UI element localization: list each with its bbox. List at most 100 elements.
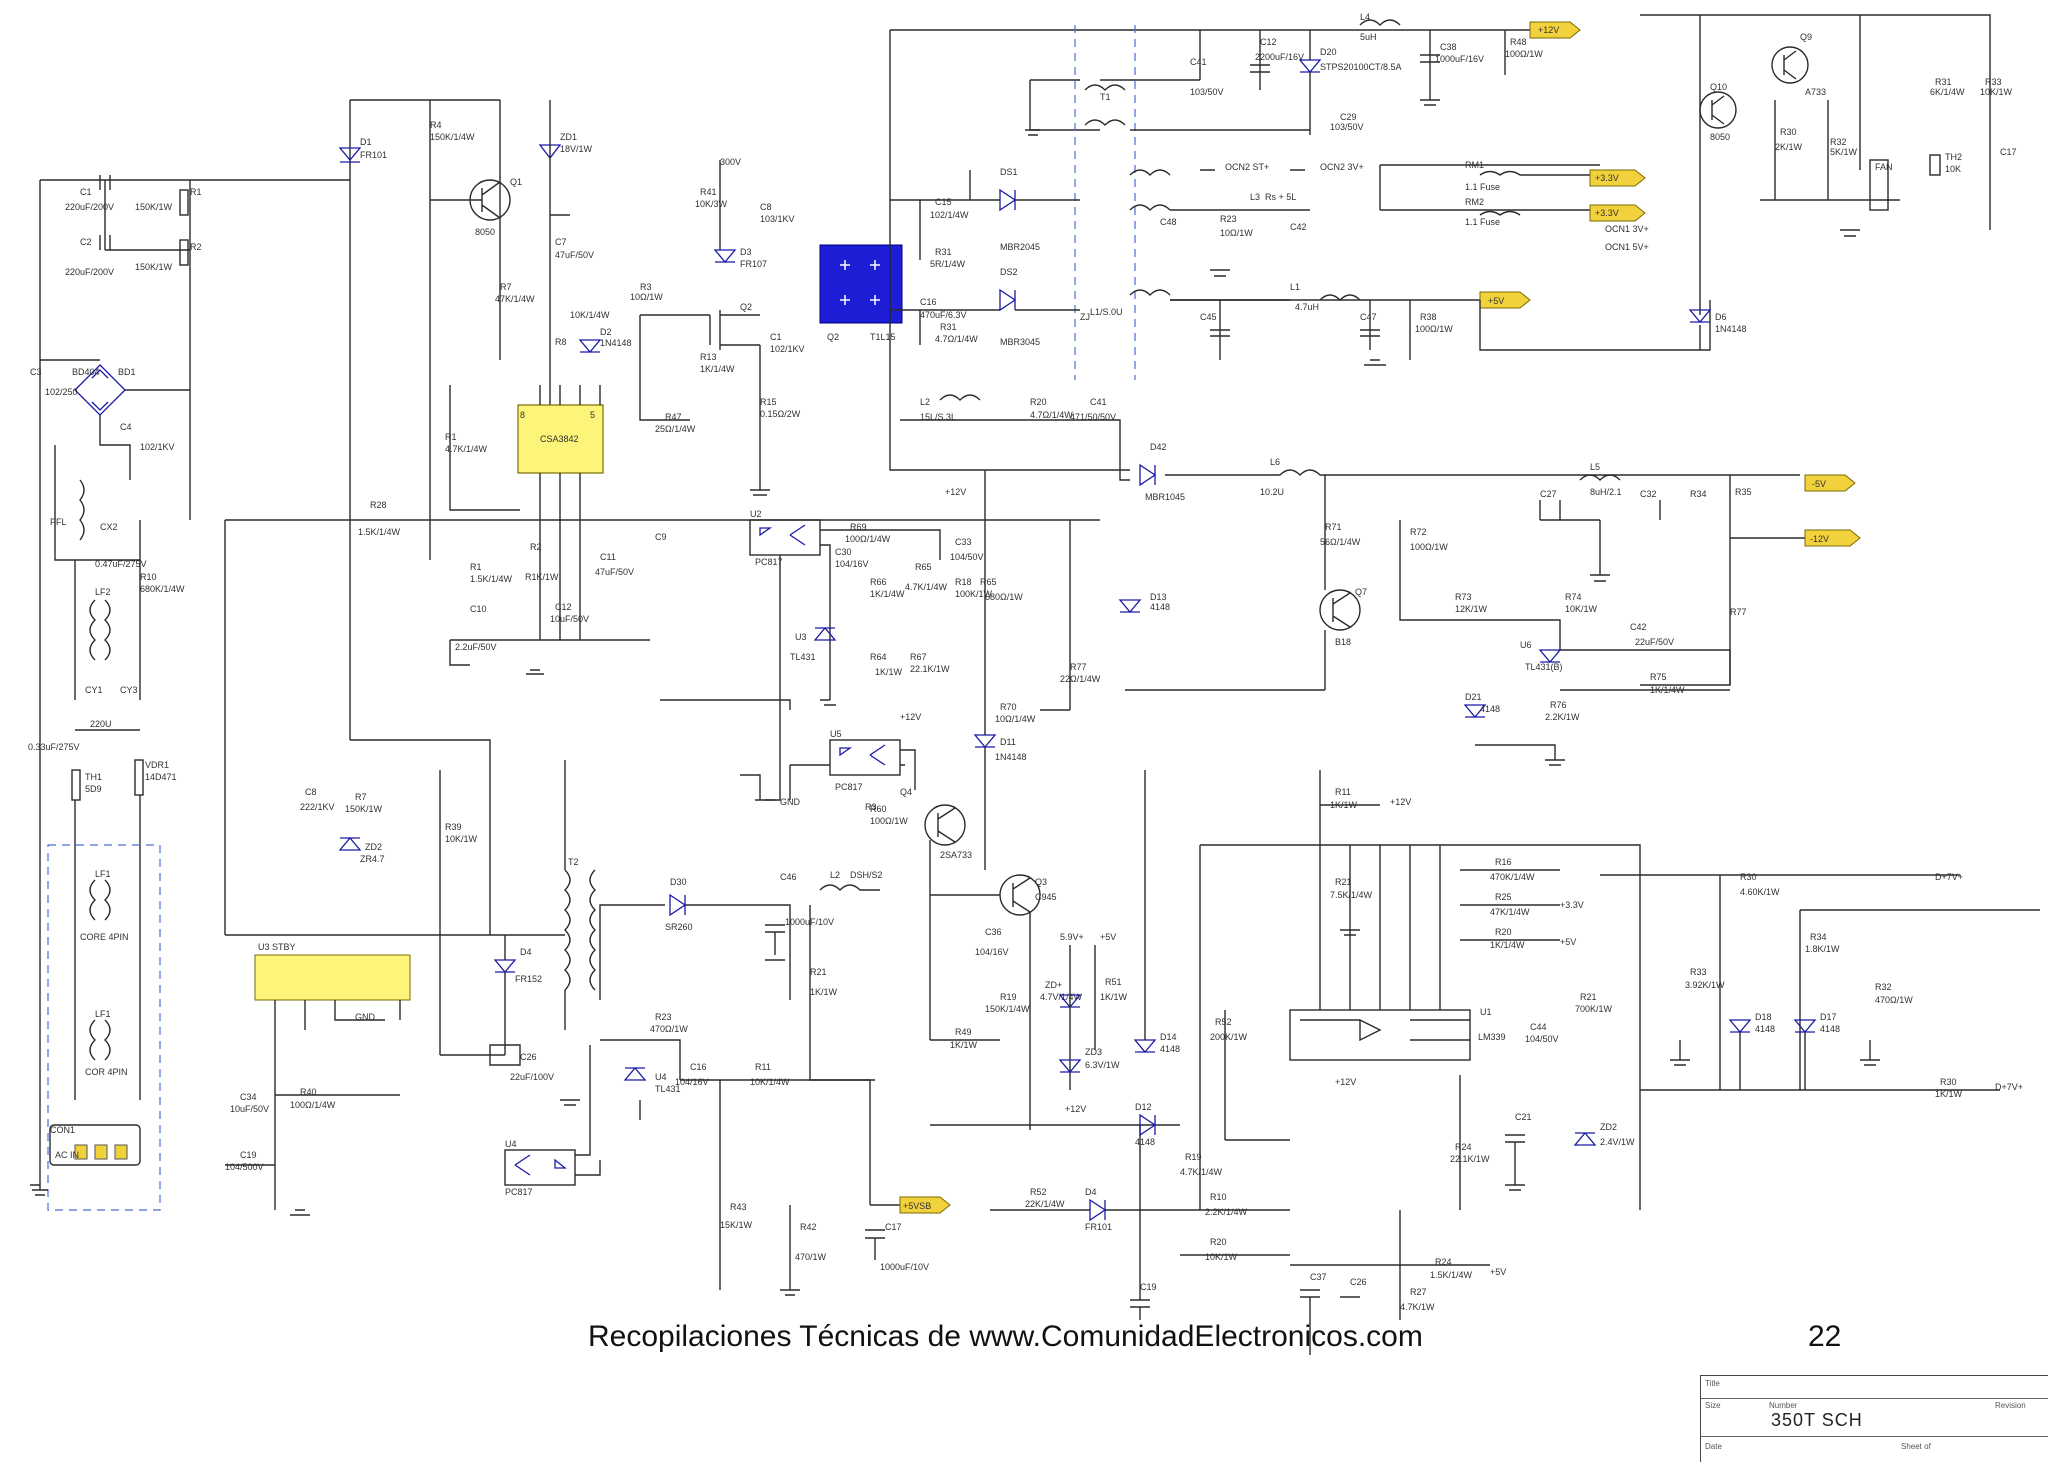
net-label-plus-3v3-b: +3.3V	[1589, 204, 1646, 222]
svg-text:10K/1W: 10K/1W	[1205, 1252, 1238, 1262]
svg-text:C33: C33	[955, 537, 972, 547]
svg-text:2200uF/16V: 2200uF/16V	[1255, 52, 1304, 62]
svg-text:C9: C9	[655, 532, 667, 542]
svg-text:D21: D21	[1465, 692, 1482, 702]
svg-text:RM2: RM2	[1465, 197, 1484, 207]
svg-text:104/16V: 104/16V	[675, 1077, 709, 1087]
svg-text:5K/1W: 5K/1W	[1830, 147, 1858, 157]
svg-text:Rs + 5L: Rs + 5L	[1265, 192, 1296, 202]
svg-text:BD1: BD1	[118, 367, 136, 377]
svg-text:L2: L2	[830, 870, 840, 880]
svg-text:C30: C30	[835, 547, 852, 557]
svg-text:C945: C945	[1035, 892, 1057, 902]
svg-text:12K/1W: 12K/1W	[1455, 604, 1488, 614]
net-label-minus-5v: -5V	[1804, 474, 1856, 492]
svg-text:C16: C16	[920, 297, 937, 307]
svg-text:C26: C26	[520, 1052, 537, 1062]
svg-text:1K/1W: 1K/1W	[810, 987, 838, 997]
svg-text:CON1: CON1	[50, 1125, 75, 1135]
svg-text:R72: R72	[1410, 527, 1427, 537]
svg-text:470Ω/1W: 470Ω/1W	[1875, 995, 1913, 1005]
svg-text:R10: R10	[140, 572, 157, 582]
svg-text:10K/1W: 10K/1W	[1980, 87, 2013, 97]
svg-text:Q4: Q4	[900, 787, 912, 797]
svg-text:+5V: +5V	[1490, 1267, 1506, 1277]
pwm-controller-label: CSA3842	[540, 434, 579, 444]
svg-text:C19: C19	[240, 1150, 257, 1160]
svg-text:+12V: +12V	[1390, 797, 1411, 807]
svg-text:R20: R20	[1210, 1237, 1227, 1247]
svg-text:OCN2 3V+: OCN2 3V+	[1320, 162, 1364, 172]
net-label-plus-3v3-a: +3.3V	[1589, 169, 1646, 187]
svg-text:U1: U1	[1480, 1007, 1492, 1017]
svg-text:15K/1W: 15K/1W	[720, 1220, 753, 1230]
svg-text:RM1: RM1	[1465, 160, 1484, 170]
svg-text:MBR1045: MBR1045	[1145, 492, 1185, 502]
svg-text:GND: GND	[355, 1012, 376, 1022]
svg-text:47uF/50V: 47uF/50V	[555, 250, 594, 260]
svg-text:COR 4PIN: COR 4PIN	[85, 1067, 128, 1077]
svg-text:5: 5	[590, 410, 595, 420]
svg-text:L6: L6	[1270, 457, 1280, 467]
svg-text:2SA733: 2SA733	[940, 850, 972, 860]
svg-text:1.5K/1/4W: 1.5K/1/4W	[470, 574, 513, 584]
svg-text:R32: R32	[1830, 137, 1847, 147]
svg-text:C16: C16	[690, 1062, 707, 1072]
svg-text:AC IN: AC IN	[55, 1150, 79, 1160]
svg-text:R20: R20	[1030, 397, 1047, 407]
svg-text:1N4148: 1N4148	[600, 338, 632, 348]
size-label: Size	[1705, 1401, 1721, 1410]
svg-text:R33: R33	[1985, 77, 2002, 87]
svg-text:4148: 4148	[1135, 1137, 1155, 1147]
svg-text:C8: C8	[760, 202, 772, 212]
svg-text:C1: C1	[80, 187, 92, 197]
svg-text:ZD+: ZD+	[1045, 980, 1062, 990]
net-label-minus-12v-text: -12V	[1810, 534, 1829, 544]
svg-text:R3: R3	[865, 802, 877, 812]
svg-text:8uH/2.1: 8uH/2.1	[1590, 487, 1622, 497]
svg-text:Q7: Q7	[1355, 587, 1367, 597]
svg-text:LF1: LF1	[95, 869, 111, 879]
svg-text:OCN1 3V+: OCN1 3V+	[1605, 224, 1649, 234]
svg-text:D12: D12	[1135, 1102, 1152, 1112]
svg-text:GND: GND	[780, 797, 801, 807]
svg-text:0.47uF/275V: 0.47uF/275V	[95, 559, 147, 569]
svg-text:L2: L2	[920, 397, 930, 407]
svg-text:R21: R21	[810, 967, 827, 977]
svg-text:TH2: TH2	[1945, 152, 1962, 162]
svg-text:C47: C47	[1360, 312, 1377, 322]
svg-text:150K/1W: 150K/1W	[345, 804, 383, 814]
svg-text:10K/1W: 10K/1W	[1565, 604, 1598, 614]
svg-text:R19: R19	[1000, 992, 1017, 1002]
svg-text:10Ω/1W: 10Ω/1W	[630, 292, 663, 302]
svg-text:471/50/50V: 471/50/50V	[1070, 412, 1116, 422]
document-title: 350T SCH	[1771, 1410, 1863, 1430]
svg-text:C21: C21	[1515, 1112, 1532, 1122]
svg-text:U3: U3	[795, 632, 807, 642]
svg-text:2.4V/1W: 2.4V/1W	[1600, 1137, 1635, 1147]
svg-text:FR101: FR101	[360, 150, 387, 160]
svg-text:U3 STBY: U3 STBY	[258, 942, 296, 952]
svg-text:R3: R3	[640, 282, 652, 292]
svg-text:MBR3045: MBR3045	[1000, 337, 1040, 347]
net-label-plus-12v-text: +12V	[1538, 25, 1559, 35]
footer-credit: Recopilaciones Técnicas de www.Comunidad…	[588, 1320, 1423, 1353]
svg-text:R74: R74	[1565, 592, 1582, 602]
svg-text:D14: D14	[1160, 1032, 1177, 1042]
svg-text:R1: R1	[445, 432, 457, 442]
svg-text:15L/S.3L: 15L/S.3L	[920, 412, 956, 422]
svg-text:470/1W: 470/1W	[795, 1252, 827, 1262]
svg-text:R76: R76	[1550, 700, 1567, 710]
svg-text:R70: R70	[1000, 702, 1017, 712]
svg-text:4148: 4148	[1160, 1044, 1180, 1054]
svg-text:220uF/200V: 220uF/200V	[65, 267, 114, 277]
svg-text:5D9: 5D9	[85, 784, 102, 794]
svg-text:C7: C7	[555, 237, 567, 247]
svg-text:102/1KV: 102/1KV	[770, 344, 805, 354]
svg-text:10uF/50V: 10uF/50V	[230, 1104, 269, 1114]
svg-text:1K/1W: 1K/1W	[1935, 1089, 1963, 1099]
svg-text:ZR4.7: ZR4.7	[360, 854, 385, 864]
